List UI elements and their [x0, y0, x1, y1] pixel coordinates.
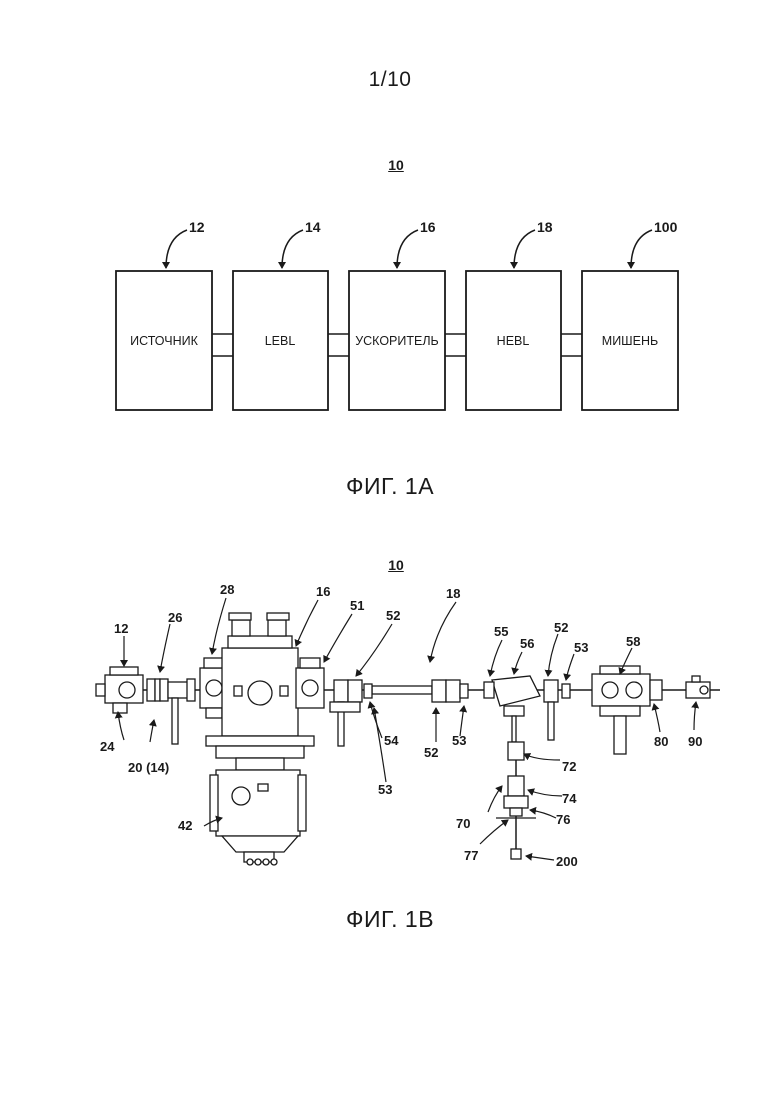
label-90: 90: [688, 734, 702, 749]
label-55: 55: [494, 624, 508, 639]
ion-source: [96, 667, 143, 713]
quadrupole-group-52a: [330, 680, 372, 746]
label-72: 72: [562, 759, 576, 774]
label-26: 26: [168, 610, 182, 625]
label-54: 54: [384, 733, 399, 748]
label-76: 76: [556, 812, 570, 827]
label-52-bottom: 52: [424, 745, 438, 760]
quadrupole-group-52c: [544, 680, 570, 740]
lebl-section: [147, 679, 195, 744]
vertical-beamline-70: [496, 742, 536, 859]
component-90: [686, 676, 710, 698]
label-18: 18: [446, 586, 460, 601]
label-53-bottom: 53: [378, 782, 392, 797]
label-42: 42: [178, 818, 192, 833]
label-16: 16: [316, 584, 330, 599]
label-53-mid: 53: [452, 733, 466, 748]
dipole-magnet-56: [484, 676, 540, 742]
label-70: 70: [456, 816, 470, 831]
quadrupole-group-52b: [432, 680, 468, 702]
label-200: 200: [556, 854, 578, 869]
beam-pipe-hebl: [372, 686, 432, 694]
label-12: 12: [114, 621, 128, 636]
label-28: 28: [220, 582, 234, 597]
label-77: 77: [464, 848, 478, 863]
label-80: 80: [654, 734, 668, 749]
figure-1b-caption: ФИГ. 1B: [0, 906, 780, 933]
label-52-top: 52: [386, 608, 400, 623]
vessel-42: [210, 770, 306, 865]
magnet-51: [296, 658, 324, 708]
target-200: [511, 849, 521, 859]
label-53-right: 53: [574, 640, 588, 655]
label-24: 24: [100, 739, 115, 754]
label-74: 74: [562, 791, 577, 806]
label-51: 51: [350, 598, 364, 613]
label-20-14: 20 (14): [128, 760, 169, 775]
target-assembly-58: [592, 666, 662, 754]
label-52-right: 52: [554, 620, 568, 635]
label-58: 58: [626, 634, 640, 649]
label-56: 56: [520, 636, 534, 651]
